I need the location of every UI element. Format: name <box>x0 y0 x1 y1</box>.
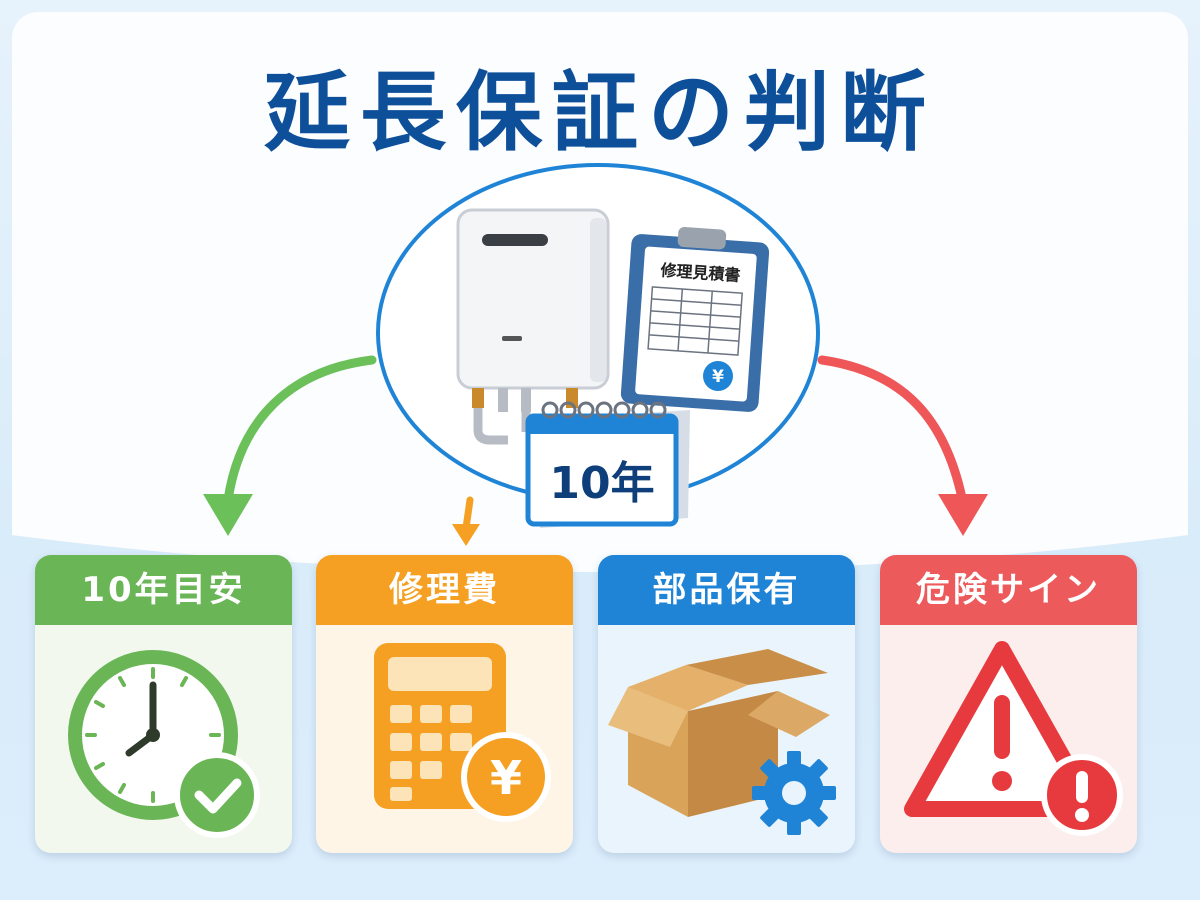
clock-check-icon <box>68 650 260 838</box>
yen-symbol: ¥ <box>490 751 522 805</box>
clipboard-yen-symbol: ¥ <box>712 367 724 387</box>
calculator-yen-icon: ¥ <box>374 643 551 822</box>
card-danger-sign: 危険サイン <box>880 555 1137 853</box>
center-illustration: ¥ 修理見積書 10年 <box>203 163 988 546</box>
card-label: 部品保有 <box>598 555 855 625</box>
card-ten-year-guide: 10年目安 <box>35 555 292 853</box>
card-repair-cost: 修理費 ¥ <box>316 555 573 853</box>
card-label: 10年目安 <box>35 555 292 625</box>
clipboard-icon: ¥ 修理見積書 <box>620 227 770 412</box>
calendar-icon: 10年 <box>525 401 690 528</box>
warning-icon <box>904 641 1123 836</box>
page-title: 延長保証の判断 <box>264 63 936 163</box>
calendar-label: 10年 <box>549 458 654 509</box>
card-label: 修理費 <box>316 555 573 625</box>
card-parts-stock: 部品保有 <box>598 555 855 853</box>
right-arrow <box>817 355 988 536</box>
down-arrow <box>452 496 480 546</box>
card-label: 危険サイン <box>880 555 1137 625</box>
left-arrow <box>203 355 377 536</box>
box-gear-icon <box>608 649 836 835</box>
